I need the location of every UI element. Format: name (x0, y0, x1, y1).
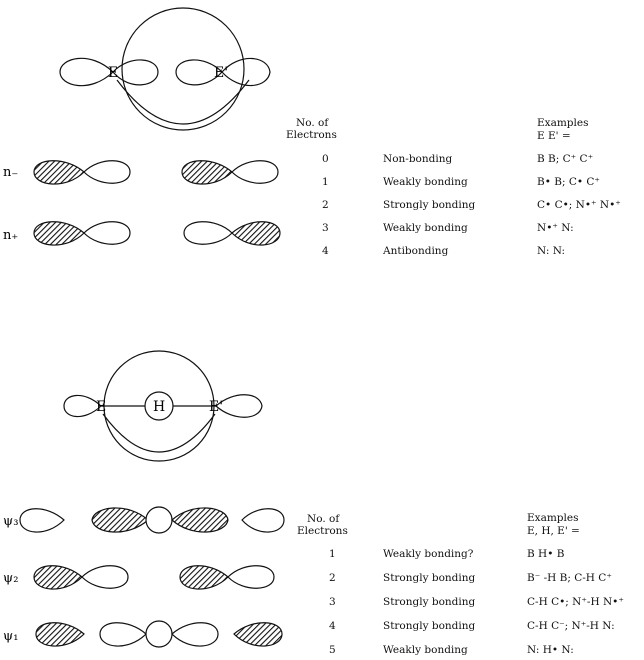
lobe-open (81, 565, 129, 589)
example: B B; C⁺ C⁺ (537, 153, 594, 165)
header-examples: Examples (527, 512, 579, 524)
bottom-inner-arc (102, 413, 216, 453)
electron-count: 5 (329, 644, 336, 656)
lobe-hatched (91, 507, 149, 533)
label-bottom-e: E (96, 399, 106, 415)
lobe-hatched (181, 160, 233, 185)
bottom-right-lobe (215, 394, 263, 418)
bonding-desc: Weakly bonding (383, 176, 468, 188)
top-left-lobe-inner (112, 59, 159, 86)
lobe-open (171, 622, 219, 647)
electron-count: 3 (329, 596, 336, 608)
example: C-H C•; N⁺-H N•⁺ (527, 596, 624, 608)
electron-count: 4 (329, 620, 336, 632)
lobe-hatched (35, 622, 85, 647)
bonding-desc: Weakly bonding (383, 222, 468, 234)
lobe-open (231, 160, 279, 184)
header-no-of: No. of (307, 513, 340, 525)
lobe-open (241, 508, 285, 533)
example: B• B; C• C⁺ (537, 176, 600, 188)
n-minus-orbitals (33, 160, 279, 185)
label-psi2: ψ₂ (3, 571, 18, 586)
header-formula: E, H, E' = (527, 525, 580, 537)
example: N•⁺ N: (537, 222, 574, 234)
electron-count: 1 (329, 548, 336, 560)
h-orbital (145, 620, 173, 648)
electron-count: 3 (322, 222, 329, 234)
bonding-desc: Weakly bonding? (383, 548, 474, 560)
lobe-hatched (231, 221, 281, 246)
lobe-open (83, 221, 131, 245)
electron-count: 4 (322, 245, 329, 257)
header-formula: E E' = (537, 130, 571, 142)
electron-count: 0 (322, 153, 329, 165)
bonding-desc: Non-bonding (383, 153, 453, 165)
bonding-desc: Strongly bonding (383, 596, 476, 608)
lobe-hatched (33, 160, 85, 185)
psi2-orbitals (33, 565, 275, 590)
psi1-orbitals (35, 620, 283, 648)
electron-count: 2 (329, 572, 336, 584)
lobe-open (19, 508, 65, 533)
lobe-hatched (233, 622, 283, 647)
top-right-lobe (221, 57, 271, 87)
top-left-lobe (59, 57, 114, 87)
psi3-orbitals (19, 506, 285, 534)
bonding-desc: Antibonding (383, 245, 449, 257)
lobe-hatched (33, 221, 85, 246)
bottom-left-lobe (63, 394, 102, 418)
header-electrons: Electrons (297, 525, 348, 537)
bonding-desc: Weakly bonding (383, 644, 468, 656)
bottom-structure (63, 350, 263, 462)
lobe-open (99, 622, 147, 647)
lobe-hatched (171, 507, 229, 533)
label-psi3: ψ₃ (3, 514, 18, 529)
label-top-e: E (108, 65, 118, 81)
top-structure (59, 7, 271, 131)
bonding-desc: Strongly bonding (383, 620, 476, 632)
label-bottom-eprime: E' (209, 399, 223, 415)
lobe-open (227, 565, 275, 589)
top-right-lobe-inner (175, 59, 223, 86)
lobe-open (83, 160, 131, 184)
h-orbital (145, 506, 173, 534)
example: B⁻ -H B; C-H C⁺ (527, 572, 612, 584)
label-n-plus: n₊ (3, 228, 18, 243)
lobe-hatched (33, 565, 83, 590)
n-plus-orbitals (33, 221, 281, 246)
bonding-desc: Strongly bonding (383, 199, 476, 211)
electron-count: 1 (322, 176, 329, 188)
label-bottom-h: H (153, 399, 165, 415)
electron-count: 2 (322, 199, 329, 211)
lobe-hatched (179, 565, 229, 590)
example: B H• B (527, 548, 565, 560)
lobe-open (183, 221, 233, 245)
label-n-minus: n₋ (3, 165, 18, 180)
label-psi1: ψ₁ (3, 629, 18, 644)
example: C• C•; N•⁺ N•⁺ (537, 199, 621, 211)
top-outer-circle (121, 7, 245, 131)
label-top-eprime: E' (214, 65, 228, 81)
header-examples: Examples (537, 117, 589, 129)
header-no-of: No. of (296, 117, 329, 129)
example: C-H C⁻; N⁺-H N: (527, 620, 615, 632)
example: N: H• N: (527, 644, 574, 656)
top-inner-arc (116, 79, 250, 125)
bonding-desc: Strongly bonding (383, 572, 476, 584)
example: N: N: (537, 245, 566, 257)
header-electrons: Electrons (286, 129, 337, 141)
